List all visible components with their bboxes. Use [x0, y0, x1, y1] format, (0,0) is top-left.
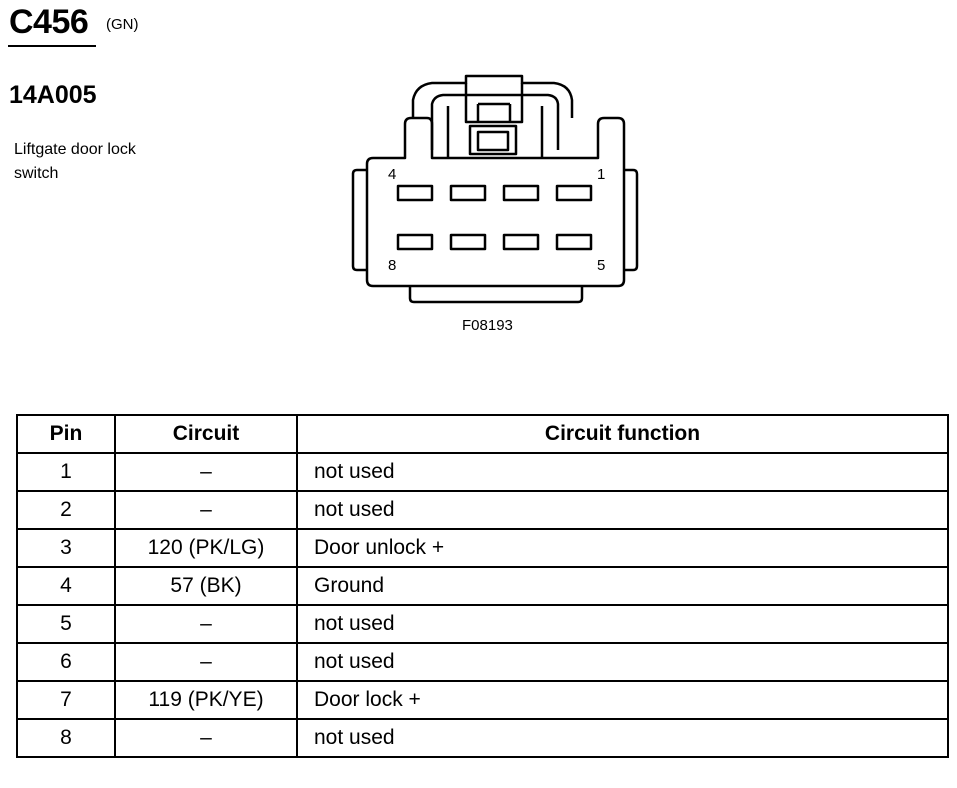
table-row: 3 120 (PK/LG) Door unlock +	[16, 528, 949, 568]
pin-label-top-left: 4	[388, 166, 396, 183]
pin-cavity-6	[502, 233, 540, 251]
pin-cell: 1	[16, 452, 116, 492]
circuit-cell: –	[114, 604, 298, 644]
pin-cell: 8	[16, 718, 116, 758]
pin-cavity-7	[449, 233, 487, 251]
latch-center-tab	[464, 83, 524, 124]
table-row: 6 – not used	[16, 642, 949, 682]
pin-cell: 2	[16, 490, 116, 530]
pin-cell: 3	[16, 528, 116, 568]
table-row: 5 – not used	[16, 604, 949, 644]
pin-cavity-8	[396, 233, 434, 251]
table-row: 7 119 (PK/YE) Door lock +	[16, 680, 949, 720]
function-cell: Door unlock +	[296, 528, 949, 568]
locking-latch	[411, 74, 574, 118]
pin-cavity-5	[555, 233, 593, 251]
function-cell: Ground	[296, 566, 949, 606]
table-header-row: Pin Circuit Circuit function	[16, 414, 949, 454]
description-line-2: switch	[14, 165, 59, 182]
latch-arch	[430, 93, 560, 150]
pin-label-bottom-left: 8	[388, 257, 396, 274]
header-circuit: Circuit	[114, 414, 298, 454]
function-cell: not used	[296, 452, 949, 492]
pin-cavity-1	[555, 184, 593, 202]
function-cell: Door lock +	[296, 680, 949, 720]
connector-left-ear	[351, 168, 367, 272]
connector-right-ear	[623, 168, 639, 272]
function-cell: not used	[296, 642, 949, 682]
function-cell: not used	[296, 604, 949, 644]
table-row: 8 – not used	[16, 718, 949, 758]
circuit-cell: –	[114, 642, 298, 682]
circuit-cell: 57 (BK)	[114, 566, 298, 606]
pinout-table: Pin Circuit Circuit function 1 – not use…	[16, 414, 949, 758]
connector-id-underline	[8, 45, 96, 47]
header-pin: Pin	[16, 414, 116, 454]
table-row: 1 – not used	[16, 452, 949, 492]
connector-color: (GN)	[106, 16, 139, 33]
connector-id: C456	[9, 3, 89, 41]
component-description: Liftgate door lock switch	[14, 138, 136, 186]
figure-code: F08193	[462, 317, 513, 334]
pin-cavity-4	[396, 184, 434, 202]
table-row: 4 57 (BK) Ground	[16, 566, 949, 606]
latch-release-pad-inner	[476, 130, 510, 152]
table-row: 2 – not used	[16, 490, 949, 530]
function-cell: not used	[296, 490, 949, 530]
circuit-cell: –	[114, 490, 298, 530]
latch-release-button	[476, 102, 512, 122]
description-line-1: Liftgate door lock	[14, 141, 136, 158]
connector-face-diagram: 4 1 8 5	[351, 74, 639, 304]
function-cell: not used	[296, 718, 949, 758]
pin-cell: 7	[16, 680, 116, 720]
pin-cavity-2	[502, 184, 540, 202]
circuit-cell: –	[114, 718, 298, 758]
pin-label-top-right: 1	[597, 166, 605, 183]
pin-cell: 6	[16, 642, 116, 682]
part-number: 14A005	[9, 81, 97, 109]
pin-cell: 4	[16, 566, 116, 606]
header-circuit-function: Circuit function	[296, 414, 949, 454]
pin-cavity-3	[449, 184, 487, 202]
circuit-cell: –	[114, 452, 298, 492]
circuit-cell: 120 (PK/LG)	[114, 528, 298, 568]
pin-cell: 5	[16, 604, 116, 644]
pin-label-bottom-right: 5	[597, 257, 605, 274]
circuit-cell: 119 (PK/YE)	[114, 680, 298, 720]
